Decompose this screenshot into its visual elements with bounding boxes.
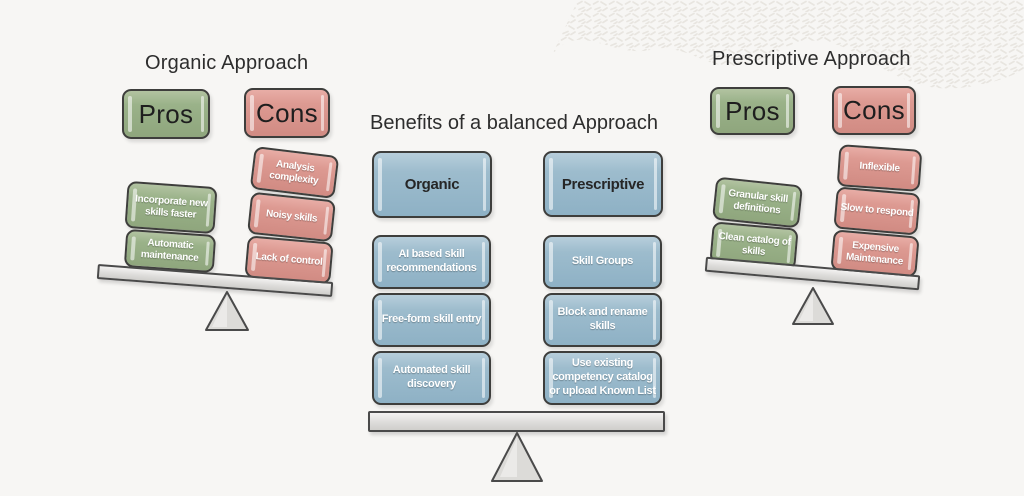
prescriptive-benefit-pill: Block and rename skills: [543, 293, 662, 347]
organic-benefit-pill: Automated skill discovery: [372, 351, 491, 405]
balanced-fulcrum-triangle: [491, 432, 543, 482]
organic-pros-pill: Pros: [122, 89, 210, 139]
organic-con-item-pill: Analysis complexity: [249, 145, 340, 200]
prescriptive-benefit-pill: Use existing competency catalog or uploa…: [543, 351, 662, 405]
prescriptive-con-item-pill: Slow to respond: [833, 186, 921, 236]
prescriptive-benefit-pill: Skill Groups: [543, 235, 662, 289]
prescriptive-pros-pill: Pros: [710, 87, 795, 135]
organic-benefit-pill: AI based skill recommendations: [372, 235, 491, 289]
prescriptive-fulcrum-triangle: [792, 287, 834, 325]
organic-pro-item-pill: Incorporate new skills faster: [124, 180, 218, 235]
organic-column-header-pill: Organic: [372, 151, 492, 218]
organic-benefit-pill: Free-form skill entry: [372, 293, 491, 347]
organic-cons-pill: Cons: [244, 88, 330, 138]
organic-fulcrum-triangle: [205, 291, 249, 331]
organic-con-item-pill: Noisy skills: [247, 191, 336, 243]
balanced-approach-title: Benefits of a balanced Approach: [370, 112, 658, 134]
prescriptive-column-header-pill: Prescriptive: [543, 151, 663, 217]
prescriptive-cons-pill: Cons: [832, 86, 916, 135]
balanced-seesaw-plank: [368, 411, 665, 432]
prescriptive-con-item-pill: Inflexible: [836, 144, 923, 192]
organic-approach-title: Organic Approach: [145, 52, 309, 74]
prescriptive-pro-item-pill: Granular skill definitions: [711, 176, 804, 229]
prescriptive-approach-title: Prescriptive Approach: [712, 48, 911, 70]
